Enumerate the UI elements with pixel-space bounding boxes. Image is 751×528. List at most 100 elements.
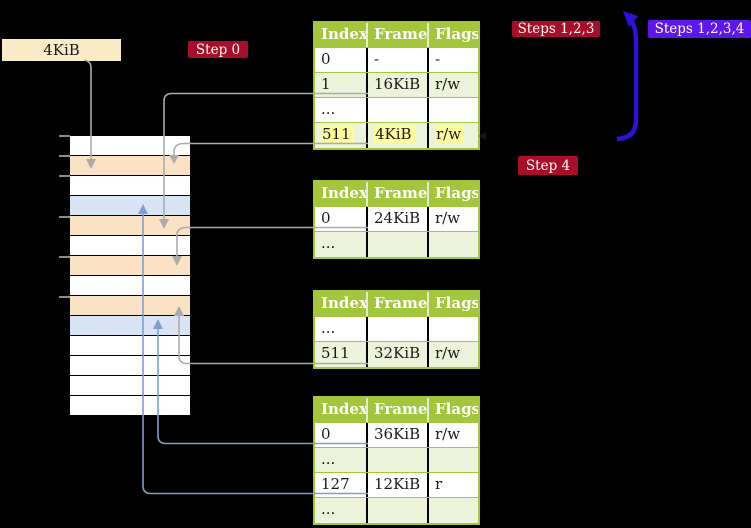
column-header: Flags — [429, 398, 478, 422]
table-cell: r/w — [435, 425, 461, 443]
table-cell: r/w — [429, 123, 478, 148]
table-cell — [368, 448, 429, 472]
table-row: ... — [315, 498, 478, 523]
table-cell: 0 — [315, 423, 368, 447]
highlighted-value: r/w — [435, 125, 465, 143]
steps1234-label: Steps 1,2,3,4 — [648, 20, 751, 38]
address-tick — [59, 135, 70, 137]
big-steps-arrow — [616, 18, 639, 142]
step4-label: Step 4 — [518, 156, 578, 175]
table-cell: r/w — [435, 209, 461, 227]
table-cell: r/w — [429, 342, 478, 367]
memory-frame-peach — [70, 256, 190, 276]
table-row: ... — [315, 98, 478, 123]
column-header: Frame — [368, 292, 429, 316]
table-cell: ... — [315, 98, 368, 122]
memory-frame-blue — [70, 196, 190, 216]
memory-frame-white — [70, 356, 190, 376]
address-tick — [59, 256, 70, 258]
memory-frame-white — [70, 176, 190, 196]
table-cell: 127 — [315, 473, 368, 497]
memory-frame-peach — [70, 156, 190, 176]
table-cell — [368, 98, 429, 122]
table-cell: 1 — [315, 73, 368, 97]
big-steps-arrowhead-icon — [623, 11, 638, 27]
memory-frame-white — [70, 396, 190, 416]
column-header: Flags — [429, 292, 478, 316]
memory-frame-white — [70, 336, 190, 356]
table-row: ... — [315, 232, 478, 257]
table-cell: 32KiB — [368, 342, 429, 367]
table-cell — [429, 317, 478, 341]
physical-memory-column — [70, 136, 190, 416]
table-cell: 0 — [315, 207, 368, 231]
table-cell: ... — [315, 498, 368, 523]
table-cell: 0 — [315, 48, 368, 72]
table-row-pointer-icon — [479, 132, 486, 140]
table-cell: r — [435, 475, 443, 493]
column-header: Frame — [368, 182, 429, 206]
memory-frame-peach — [70, 216, 190, 236]
column-header: Frame — [368, 23, 429, 47]
table-cell — [429, 232, 478, 257]
table-cell: 4KiB — [368, 123, 429, 148]
table-cell: 16KiB — [368, 73, 429, 97]
column-header: Index — [315, 23, 368, 47]
table-cell: r/w — [429, 73, 478, 97]
table-cell: - — [435, 50, 441, 68]
address-tick — [59, 216, 70, 218]
table-cell — [429, 98, 478, 122]
table-cell: ... — [315, 317, 368, 341]
table-cell: 511 — [315, 123, 368, 148]
column-header: Flags — [429, 182, 478, 206]
table-cell — [368, 232, 429, 257]
column-header: Index — [315, 398, 368, 422]
address-tick — [59, 296, 70, 298]
table-row: ... — [315, 448, 478, 473]
memory-frame-peach — [70, 296, 190, 316]
page-size-label: 4KiB — [2, 39, 121, 61]
table-row: 511 4KiB r/w — [315, 123, 478, 148]
table-cell: - — [368, 48, 429, 72]
table-cell: 24KiB — [368, 207, 429, 231]
table-row: 0-- — [315, 48, 478, 73]
column-header: Index — [315, 182, 368, 206]
highlighted-value: 511 — [321, 125, 354, 143]
table-cell — [368, 317, 429, 341]
table-cell: 12KiB — [368, 473, 429, 497]
memory-frame-white — [70, 276, 190, 296]
address-tick — [59, 155, 70, 157]
steps123-label: Steps 1,2,3 — [512, 21, 600, 37]
table-cell — [368, 498, 429, 523]
memory-frame-white — [70, 236, 190, 256]
step0-label: Step 0 — [188, 41, 248, 58]
table-row: ... — [315, 317, 478, 342]
table-cell: 36KiB — [368, 423, 429, 447]
highlighted-value: 4KiB — [374, 125, 415, 143]
memory-frame-white — [70, 376, 190, 396]
table-cell — [429, 498, 478, 523]
address-tick — [59, 175, 70, 177]
memory-frame-blue — [70, 316, 190, 336]
column-header: Frame — [368, 398, 429, 422]
table-cell: 511 — [315, 342, 368, 367]
column-header: Index — [315, 292, 368, 316]
table-cell: ... — [315, 448, 368, 472]
table-cell: ... — [315, 232, 368, 257]
memory-frame-white — [70, 136, 190, 156]
column-header: Flags — [429, 23, 478, 47]
table-cell — [429, 448, 478, 472]
